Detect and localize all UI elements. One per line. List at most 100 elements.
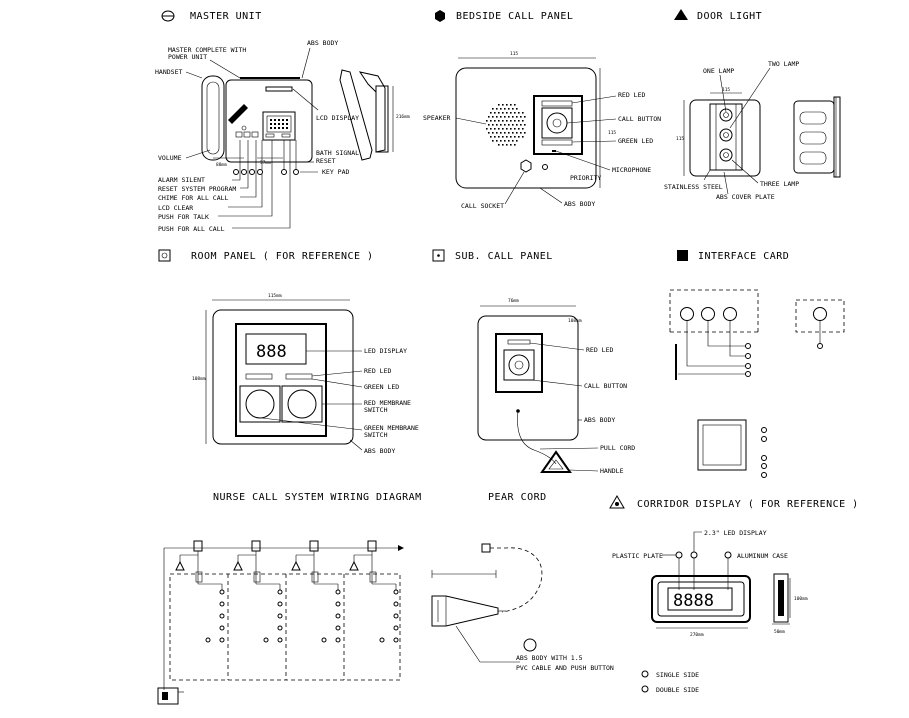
wiring-units [175,540,399,643]
door-light-side-view [793,96,841,178]
room-panel-title: ROOM PANEL ( FOR REFERENCE ) [191,251,374,262]
bedside-call-panel-section: BEDSIDE CALL PANEL 115 SPEAKER RED LED C… [423,10,661,210]
sub-panel-body [477,315,579,441]
green-membrane-label-2: SWITCH [364,431,388,439]
legend-double-side: DOUBLE SIDE [656,686,699,694]
bedside-body [455,67,597,189]
door-light-height-dim: 115 [676,136,684,142]
corridor-triangle-icon [609,495,625,509]
plastic-plate-label: PLASTIC PLATE [612,552,663,560]
handset-drawing [201,75,225,161]
filled-square-icon [677,250,688,261]
alarm-silent-label: ALARM SILENT [158,176,205,184]
master-body-drawing [225,77,313,163]
corridor-display-title: CORRIDOR DISPLAY ( FOR REFERENCE ) [637,499,859,510]
sub-call-button-label: CALL BUTTON [584,382,627,390]
handle-label: HANDLE [600,467,624,475]
bedside-width-dim: 115 [510,51,518,57]
aluminum-case-label: ALUMINUM CASE [737,552,788,560]
room-height-dim: 108mm [192,376,206,382]
pear-abs-body-label-2: PVC CABLE AND PUSH BUTTON [516,664,614,672]
handset-label: HANDSET [155,68,182,76]
door-light-title: DOOR LIGHT [697,11,762,22]
bath-signal-label: BATH SIGNAL [316,149,359,157]
sub-width-dim: 76mm [508,298,519,304]
master-side-view [339,69,394,161]
handle-icon [540,450,572,473]
lcd-display-label: LCD DISPLAY [316,114,359,122]
sub-red-led-label: RED LED [586,346,613,354]
legend-single-side: SINGLE SIDE [656,671,699,679]
wiring-diagram-section: NURSE CALL SYSTEM WIRING DIAGRAM [157,492,422,705]
sub-abs-body-label: ABS BODY [584,416,615,424]
priority-label: PRIORITY [570,174,601,182]
reset-system-program-label: RESET SYSTEM PROGRAM [158,185,236,193]
door-light-width-dim: 115 [722,87,730,93]
speaker-label: SPEAKER [423,114,450,122]
three-lamp-label: THREE LAMP [760,180,799,188]
room-panel-face [235,323,327,437]
one-lamp-label: ONE LAMP [703,67,734,75]
call-socket-label: CALL SOCKET [461,202,504,210]
key-pad-label: KEY PAD [322,168,349,176]
master-depth-dim: 57mm [260,160,271,166]
room-led-display-label: LED DISPLAY [364,347,407,355]
sub-call-panel-title: SUB. CALL PANEL [455,251,553,262]
square-symbol-icon [158,249,171,262]
master-leader-lines [218,140,318,229]
master-unit-section: MASTER UNIT MASTER COMPLETE WITH POWER U… [155,10,410,233]
interface-card-title: INTERFACE CARD [698,251,789,262]
bedside-green-led-label: GREEN LED [618,137,653,145]
master-complete-label-2: POWER UNIT [168,53,207,61]
room-abs-body-label: ABS BODY [364,447,395,455]
reset-label: RESET [316,157,336,165]
pear-cord-title: PEAR CORD [488,492,547,503]
wiring-diagram-title: NURSE CALL SYSTEM WIRING DIAGRAM [213,492,422,503]
abs-cover-plate-label: ABS COVER PLATE [716,193,775,201]
master-complete-label-1: MASTER COMPLETE WITH [168,46,246,54]
room-led-digits: 888 [256,342,287,362]
corridor-width-dim: 270mm [690,632,704,638]
pull-cord-label: PULL CORD [600,444,635,452]
bedside-height-dim: 115 [608,130,616,136]
corridor-depth-dim: 50mm [774,629,785,635]
room-width-dim: 115mm [268,293,282,299]
hexagon-icon [435,10,445,22]
sub-call-panel-section: SUB. CALL PANEL 76mm 108mm RED LED CALL … [432,249,635,475]
sub-panel-symbol-icon [432,249,445,262]
pear-abs-body-label-1: ABS BODY WITH 1.5 [516,654,583,662]
chime-for-all-call-label: CHIME FOR ALL CALL [158,194,229,202]
room-green-led-label: GREEN LED [364,383,399,391]
green-membrane-label-1: GREEN MEMBRANE [364,424,419,432]
push-for-talk-label: PUSH FOR TALK [158,213,209,221]
master-height-dim: 216mm [396,114,410,120]
stainless-steel-label: STAINLESS STEEL [664,183,723,191]
master-abs-body-label: ABS BODY [307,39,338,47]
bedside-call-button-label: CALL BUTTON [618,115,661,123]
red-membrane-label-1: RED MEMBRANE [364,399,411,407]
corridor-display-body [651,575,751,623]
corridor-side-view [773,573,791,623]
master-buttons-drawing [235,125,259,138]
interface-card-section: INTERFACE CARD [669,250,845,478]
bedside-title: BEDSIDE CALL PANEL [456,11,573,22]
door-light-section: DOOR LIGHT ONE LAMP TWO LAMP 115 115 STA… [664,9,841,201]
two-lamp-label: TWO LAMP [768,60,799,68]
lcd-clear-label: LCD CLEAR [158,204,193,212]
keypad-drawing [262,111,296,141]
sub-height-dim: 108mm [568,318,582,324]
corridor-display-section: CORRIDOR DISPLAY ( FOR REFERENCE ) 2.3" … [609,495,859,694]
door-light-body [689,99,761,177]
speaker-grille [486,104,526,146]
room-panel-body [212,309,354,445]
bedside-red-led-label: RED LED [618,91,645,99]
push-for-all-call-label: PUSH FOR ALL CALL [158,225,225,233]
master-station-icon [157,687,179,705]
master-unit-title: MASTER UNIT [190,11,262,22]
bedside-button-frame [533,95,583,155]
master-width-dim: 88mm [216,162,227,168]
corridor-led-digits: 8888 [673,591,714,611]
bedside-abs-body-label: ABS BODY [564,200,595,208]
room-red-led-label: RED LED [364,367,391,375]
